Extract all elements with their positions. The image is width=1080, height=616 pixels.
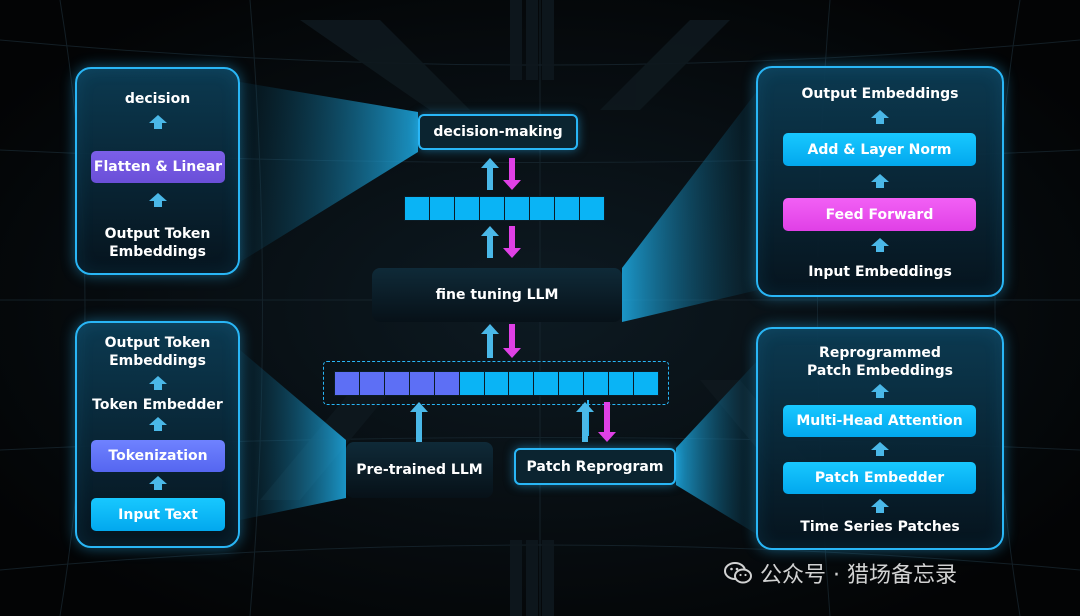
input-embeddings-label: Input Embeddings (808, 264, 952, 280)
up-arrow-icon (149, 417, 167, 431)
patch-embedding-cell (509, 372, 535, 395)
up-arrow-icon (871, 442, 889, 456)
patch-embedding-cell (534, 372, 560, 395)
up-arrow-icon (149, 115, 167, 129)
reprogrammed-label-line2: Patch Embeddings (807, 363, 953, 379)
patch-reprogram-node: Patch Reprogram (514, 448, 676, 485)
up-arrow-icon (149, 376, 167, 390)
add-layer-norm-block: Add & Layer Norm (783, 133, 976, 166)
patch-embedding-cell (559, 372, 585, 395)
pretrained-llm-node: Pre-trained LLM (346, 442, 493, 498)
up-arrow-icon (871, 238, 889, 252)
embedding-row-top (404, 196, 605, 221)
flatten-linear-block: Flatten & Linear (91, 151, 225, 183)
embedding-cell (555, 197, 580, 220)
up-arrow-icon (149, 193, 167, 207)
beam-patch (676, 360, 758, 535)
up-arrow-icon (871, 499, 889, 513)
embedding-cell (505, 197, 530, 220)
text-output-token-line1: Output Token (104, 335, 211, 351)
watermark: 公众号 · 猎场备忘录 (724, 558, 957, 588)
combined-embedding-container (323, 361, 669, 405)
beam-decision (240, 82, 418, 262)
embedding-cell (430, 197, 455, 220)
text-embedding-cell (335, 372, 360, 395)
flow-arrows-bottom (410, 402, 616, 442)
reprogrammed-label-line1: Reprogrammed (819, 345, 941, 361)
embedding-cell (530, 197, 555, 220)
beam-text (240, 350, 346, 520)
patch-embedding-cell (609, 372, 635, 395)
decision-making-node: decision-making (418, 114, 578, 150)
patch-embedding-cell (484, 372, 510, 395)
decision-label: decision (124, 91, 191, 107)
flow-arrows-top (481, 158, 521, 258)
output-token-embeddings-line1: Output Token (104, 226, 211, 242)
text-embedding-cell (384, 372, 410, 395)
text-embedding-cell (409, 372, 435, 395)
multi-head-attention-block: Multi-Head Attention (783, 405, 976, 437)
watermark-text: 公众号 · 猎场备忘录 (760, 563, 957, 588)
embedding-cell (580, 197, 604, 220)
embedding-cell (405, 197, 430, 220)
flow-arrows-middle (481, 324, 521, 358)
wechat-icon (724, 561, 752, 585)
text-embedding-cell (359, 372, 385, 395)
fine-tuning-llm-node: fine tuning LLM (372, 268, 622, 322)
tokenization-block: Tokenization (91, 440, 225, 472)
embedding-row-bottom (334, 371, 659, 396)
text-output-token-line2: Embeddings (109, 353, 206, 369)
beam-transformer (622, 90, 758, 322)
embedding-cell (480, 197, 505, 220)
output-token-embeddings-line2: Embeddings (109, 244, 206, 260)
input-text-block: Input Text (91, 498, 225, 531)
up-arrow-icon (871, 174, 889, 188)
up-arrow-icon (871, 110, 889, 124)
token-embedder-label: Token Embedder (92, 397, 223, 413)
embedding-cell (455, 197, 480, 220)
feed-forward-block: Feed Forward (783, 198, 976, 231)
patch-embedder-block: Patch Embedder (783, 462, 976, 494)
text-embedding-cell (434, 372, 460, 395)
patch-embedding-cell (584, 372, 610, 395)
up-arrow-icon (149, 476, 167, 490)
output-embeddings-label: Output Embeddings (801, 86, 959, 102)
time-series-patches-label: Time Series Patches (800, 519, 960, 535)
patch-embedding-cell (459, 372, 485, 395)
up-arrow-icon (871, 384, 889, 398)
patch-embedding-cell (634, 372, 658, 395)
